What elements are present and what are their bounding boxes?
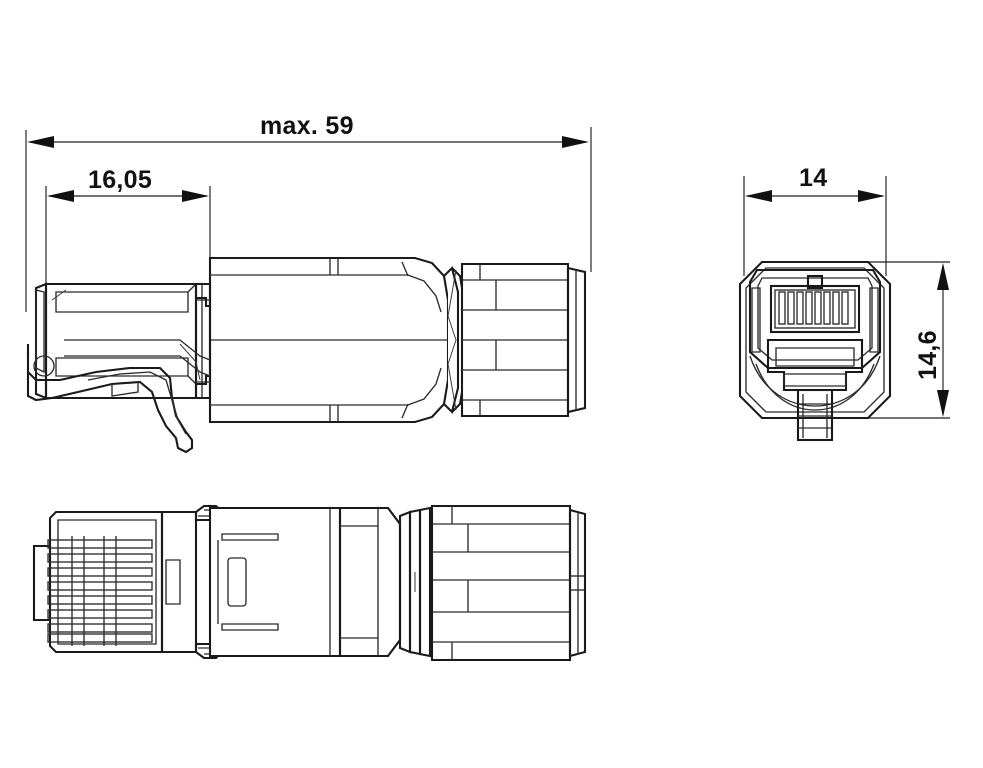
plan-contact-slot-4 — [47, 581, 153, 591]
arrowhead-top-height — [937, 263, 949, 290]
side-gland-collar-profile — [447, 269, 457, 411]
dimension-label-overall-length: max. 59 — [260, 112, 354, 140]
side-latch-arm-bottom — [64, 355, 211, 377]
front-shield-wing-left — [751, 287, 761, 353]
side-gland-body — [460, 262, 570, 418]
front-view — [738, 260, 892, 442]
plan-body-window — [227, 557, 247, 607]
dimension-label-height: 14,6 — [914, 330, 942, 380]
plan-collar-ring-1 — [398, 510, 412, 654]
side-latch-lever — [26, 352, 194, 454]
front-contact-7 — [832, 291, 840, 325]
plan-contact-slot-3 — [47, 567, 153, 577]
side-latch-inner-line — [87, 371, 187, 435]
arrowhead-left-nose — [47, 190, 74, 202]
plan-body-slot-top — [221, 533, 279, 541]
side-latch-arm-fold — [179, 343, 201, 381]
front-housing-inner-edge — [745, 267, 885, 413]
side-latch-pivot-hole — [33, 355, 55, 377]
plan-contact-slot-7 — [47, 623, 153, 633]
front-jack-aperture-inner — [774, 289, 856, 329]
plan-contact-slot-5 — [47, 595, 153, 605]
plan-contact-slot-8 — [47, 633, 153, 643]
dimension-nose-length: 16,05 — [45, 166, 211, 296]
side-nose-bottom-corner — [187, 375, 197, 385]
side-nose-front-inner — [35, 289, 45, 374]
side-nose-chamfer-line — [51, 289, 67, 301]
front-latch-housing-inner — [775, 347, 855, 367]
side-neck-step-top — [196, 296, 210, 308]
arrowhead-left-width — [745, 190, 772, 202]
front-contact-5 — [814, 291, 822, 325]
front-contact-2 — [787, 291, 795, 325]
side-gland-collar-fill — [448, 266, 462, 414]
arrowhead-left-overall — [27, 136, 54, 148]
front-shield-wing-right — [869, 287, 879, 353]
front-contact-group — [778, 291, 849, 325]
front-housing-outer — [738, 260, 892, 420]
arrowhead-bottom-height — [937, 390, 949, 417]
front-contact-8 — [841, 291, 849, 325]
plan-gland-end-cap — [568, 508, 587, 658]
plan-contact-slot-group — [47, 539, 153, 643]
plan-nose-inner — [57, 519, 157, 645]
front-contact-1 — [778, 291, 786, 325]
plan-nose-key-block — [32, 544, 52, 622]
side-neck-ribs — [196, 299, 210, 383]
side-view — [26, 256, 587, 454]
side-latch-arm-top — [64, 339, 211, 361]
side-neck-step-bottom — [196, 374, 210, 386]
side-nose-outline — [44, 282, 198, 400]
plan-gland-fill — [432, 506, 570, 660]
plan-mid-section — [338, 506, 402, 658]
front-latch-tab — [796, 388, 834, 442]
dimension-width: 14 — [743, 164, 887, 276]
front-latch-housing-slot — [783, 373, 847, 387]
arrowhead-right-width — [858, 190, 885, 202]
side-neck-outline — [194, 282, 212, 400]
plan-body-fill — [210, 508, 340, 656]
dimension-overall-length: max. 59 — [25, 112, 592, 312]
side-body-top-strip — [210, 274, 442, 313]
plan-gland-body — [430, 504, 572, 662]
front-contact-3 — [796, 291, 804, 325]
plan-collar-ring-3 — [418, 506, 432, 658]
dimension-label-nose-length: 16,05 — [88, 166, 152, 194]
plan-contact-slot-2 — [47, 553, 153, 563]
side-body-top-split-3 — [401, 261, 409, 277]
front-latch-housing — [766, 338, 864, 392]
plan-neck-recess — [165, 559, 181, 605]
side-gland-collar — [443, 265, 460, 415]
side-body-bottom-split-3 — [401, 403, 409, 419]
arrowhead-right-overall — [562, 136, 589, 148]
dimension-label-width: 14 — [799, 164, 827, 192]
plan-contact-slot-1 — [47, 539, 153, 549]
dimension-height: 14,6 — [862, 261, 950, 419]
front-contact-6 — [823, 291, 831, 325]
side-latch-step — [111, 381, 139, 397]
arrowhead-right-nose — [182, 190, 209, 202]
side-body-bottom-strip — [210, 367, 442, 406]
side-gland-end-cap — [566, 266, 587, 414]
plan-contact-slot-6 — [47, 609, 153, 619]
front-lower-skirt — [749, 355, 881, 407]
front-contact-4 — [805, 291, 813, 325]
side-nose-top-corner — [187, 283, 197, 293]
front-lower-skirt-2 — [755, 363, 875, 411]
front-shield-frame-inner — [757, 277, 873, 361]
side-nose-top-rail — [55, 291, 189, 313]
front-jack-key-notch — [806, 274, 824, 290]
plan-neck-outline — [160, 510, 198, 654]
plan-body-slot-bottom — [221, 623, 279, 631]
front-jack-aperture — [769, 284, 861, 334]
plan-view — [32, 504, 587, 662]
